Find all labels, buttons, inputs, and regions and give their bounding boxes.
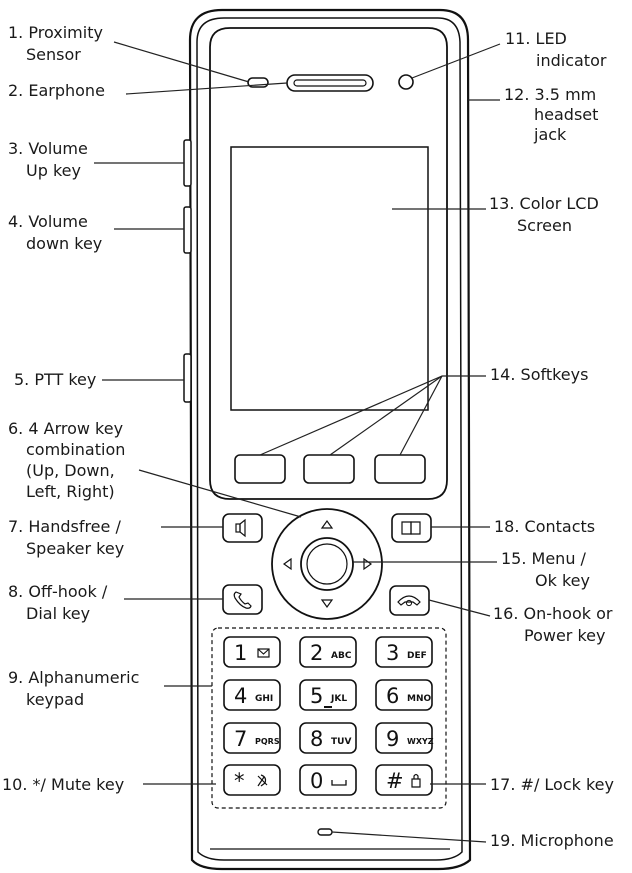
contacts-key[interactable] xyxy=(391,513,432,543)
arrow-key-ring[interactable] xyxy=(271,508,383,620)
label-ptt-key: 5. PTT key xyxy=(14,370,96,389)
on-hook-key[interactable] xyxy=(389,585,430,616)
led-indicator xyxy=(398,74,414,90)
key-digit: 2 xyxy=(310,641,323,665)
keypad-key-8[interactable]: 8 TUV xyxy=(299,722,357,754)
key-digit: 4 xyxy=(234,684,247,708)
keypad-key-2[interactable]: 2 ABC xyxy=(299,636,357,668)
book-icon xyxy=(401,521,421,535)
keypad-key-4[interactable]: 4 GHI xyxy=(223,679,281,711)
key-digit: 6 xyxy=(386,684,399,708)
key-digit: * xyxy=(234,769,245,793)
label-menu-ok: 15. Menu /Ok key xyxy=(501,549,590,590)
key-letters: JKL xyxy=(330,694,347,704)
volume-down-key[interactable] xyxy=(183,206,192,254)
key-digit: 5 xyxy=(310,684,323,708)
handsfree-key[interactable] xyxy=(222,513,263,543)
key-digit: 7 xyxy=(234,727,247,751)
keypad-key-3[interactable]: 3 DEF xyxy=(375,636,433,668)
keypad-key-1[interactable]: 1 xyxy=(223,636,281,668)
keypad-key-star[interactable]: * xyxy=(223,764,281,796)
keypad-key-7[interactable]: 7 PQRS xyxy=(223,722,281,754)
alphanumeric-keypad: 1 2 ABC 3 DEF 4 GHI 5 JKL 6 MNO 7 PQRS 8 TUV 9 WXYZ * 0 # xyxy=(223,636,434,796)
keypad-key-6[interactable]: 6 MNO xyxy=(375,679,433,711)
space-icon xyxy=(331,780,347,786)
arrow-right-icon[interactable] xyxy=(363,557,373,571)
lcd-screen xyxy=(230,146,429,411)
key-digit: # xyxy=(386,769,404,793)
key-digit: 1 xyxy=(234,641,247,665)
label-earphone: 2. Earphone xyxy=(8,81,105,100)
hangup-icon xyxy=(397,595,421,606)
lock-icon xyxy=(411,773,421,788)
arrow-up-icon[interactable] xyxy=(320,519,334,529)
label-softkeys: 14. Softkeys xyxy=(490,365,588,384)
key-letters: PQRS xyxy=(255,737,280,746)
key-digit: 9 xyxy=(386,727,399,751)
front-panel xyxy=(209,27,448,500)
key-letters: ABC xyxy=(331,651,352,661)
mute-icon xyxy=(257,774,268,787)
key-letters: MNO xyxy=(407,694,431,704)
keypad-key-0[interactable]: 0 xyxy=(299,764,357,796)
voicemail-envelope-icon xyxy=(257,648,270,658)
softkey-left[interactable] xyxy=(234,454,286,484)
label-microphone: 19. Microphone xyxy=(490,831,614,850)
phone-icon xyxy=(233,591,252,609)
label-contacts: 18. Contacts xyxy=(494,517,595,536)
ptt-key[interactable] xyxy=(183,353,192,403)
microphone xyxy=(317,828,333,836)
keypad-key-9[interactable]: 9 WXYZ xyxy=(375,722,434,754)
leader-lines xyxy=(94,41,501,843)
proximity-sensor xyxy=(247,77,269,88)
earphone xyxy=(286,74,374,92)
softkey-right[interactable] xyxy=(374,454,426,484)
keypad-key-hash[interactable]: # xyxy=(375,764,433,796)
label-off-hook: 8. Off-hook /Dial key xyxy=(8,582,108,623)
arrow-left-icon[interactable] xyxy=(282,557,292,571)
softkey-middle[interactable] xyxy=(303,454,355,484)
phone-body xyxy=(188,8,472,871)
keypad-key-5[interactable]: 5 JKL xyxy=(299,679,357,711)
key-digit: 0 xyxy=(310,769,323,793)
label-mute-key: 10. */ Mute key xyxy=(2,775,124,794)
menu-ok-key[interactable] xyxy=(300,537,354,591)
speaker-icon xyxy=(235,518,246,538)
key-digit: 3 xyxy=(386,641,399,665)
key-letters: WXYZ xyxy=(407,737,434,746)
label-lock-key: 17. #/ Lock key xyxy=(490,775,614,794)
key-digit: 8 xyxy=(310,727,323,751)
key-letters: GHI xyxy=(255,694,273,704)
arrow-down-icon[interactable] xyxy=(320,599,334,609)
keypad-frame xyxy=(211,627,447,809)
off-hook-key[interactable] xyxy=(222,584,263,615)
volume-up-key[interactable] xyxy=(183,139,192,187)
label-handsfree: 7. Handsfree /Speaker key xyxy=(8,517,124,558)
key-letters: DEF xyxy=(407,651,427,661)
key-letters: TUV xyxy=(331,737,351,747)
